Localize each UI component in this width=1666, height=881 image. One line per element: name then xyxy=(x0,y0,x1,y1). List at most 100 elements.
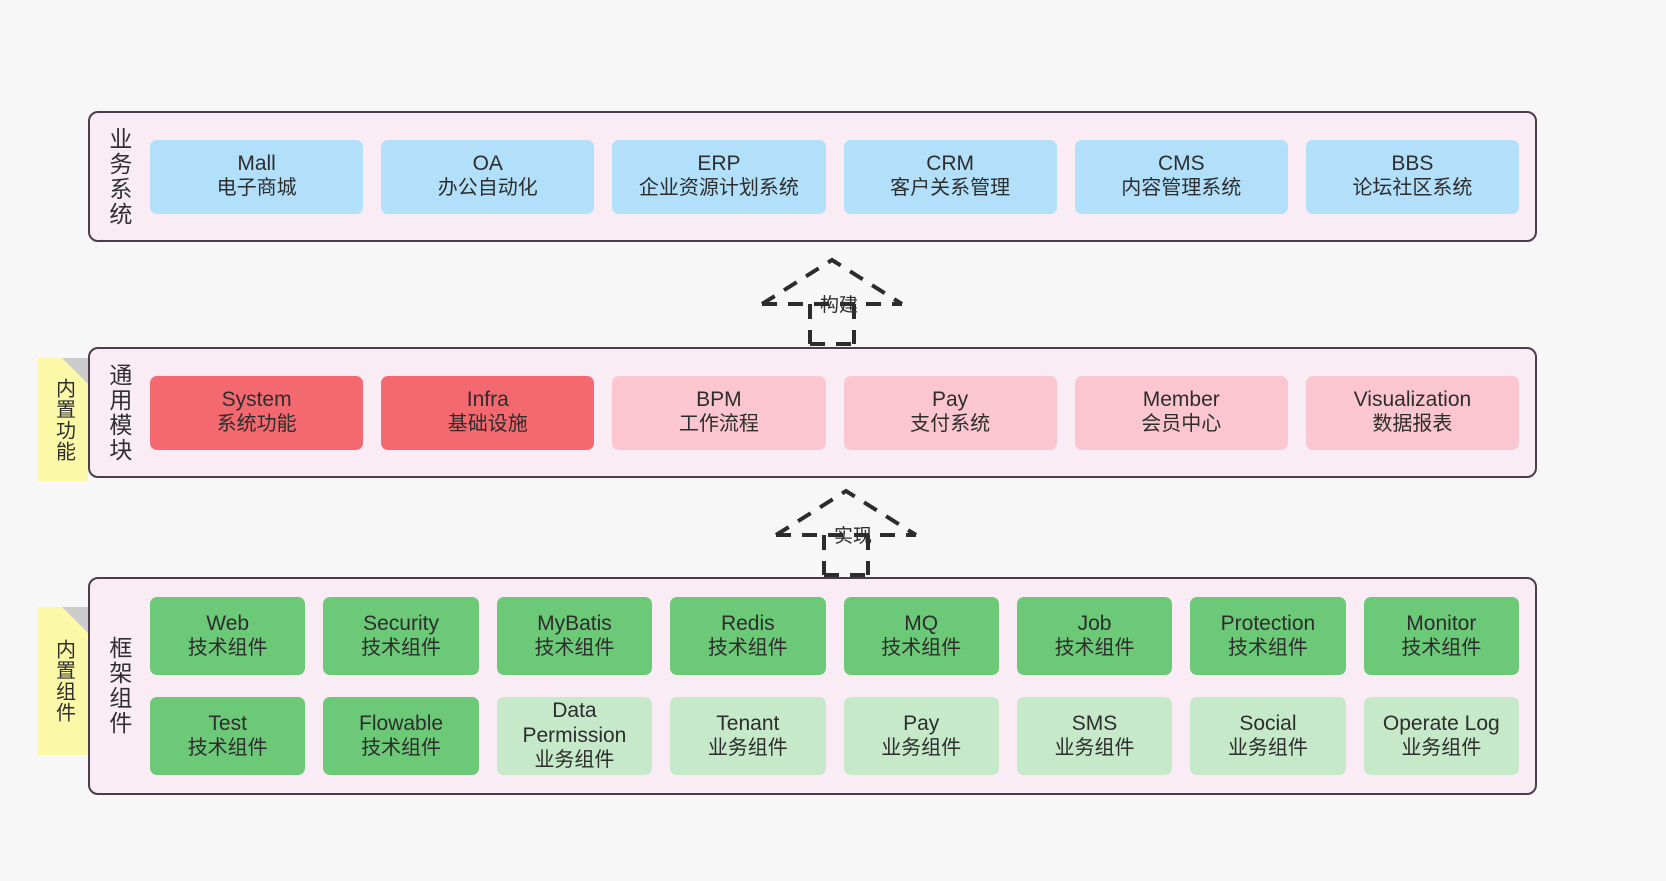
node-flowable[interactable]: Flowable 技术组件 xyxy=(323,697,479,775)
node-title: Mall xyxy=(237,152,276,176)
node-subtitle: 业务组件 xyxy=(1227,736,1308,759)
node-subtitle: 业务组件 xyxy=(1054,736,1135,759)
layer-label-framework: 框架组件 xyxy=(105,636,132,736)
node-subtitle: 基础设施 xyxy=(447,413,528,436)
node-title: CMS xyxy=(1157,152,1205,176)
node-title: Protection xyxy=(1220,611,1316,635)
node-title: Redis xyxy=(720,611,775,635)
node-subtitle: 技术组件 xyxy=(1054,636,1135,659)
node-subtitle: 技术组件 xyxy=(1227,636,1308,659)
arrowhead-triangle xyxy=(760,257,904,306)
node-title: Pay xyxy=(932,388,969,412)
node-subtitle: 办公自动化 xyxy=(437,177,538,200)
layer-panel-business: 业务系统 Mall 电子商城 OA 办公自动化 ERP 企业资源计划系统 CRM… xyxy=(88,111,1537,242)
node-mybatis[interactable]: MyBatis 技术组件 xyxy=(496,597,653,675)
node-subtitle: 技术组件 xyxy=(187,736,268,759)
node-mq[interactable]: MQ 技术组件 xyxy=(843,597,999,675)
node-bbs[interactable]: BBS 论坛社区系统 xyxy=(1305,139,1520,214)
node-bpm[interactable]: BPM 工作流程 xyxy=(612,375,826,450)
node-subtitle: 内容管理系统 xyxy=(1121,177,1242,200)
node-title: OA xyxy=(472,152,503,176)
node-subtitle: 技术组件 xyxy=(707,636,788,659)
node-data-permission[interactable]: Data Permission 业务组件 xyxy=(496,697,653,775)
node-redis[interactable]: Redis 技术组件 xyxy=(670,597,826,675)
layer-label-business: 业务系统 xyxy=(105,126,132,227)
node-title: Visualization xyxy=(1353,388,1472,412)
node-subtitle: 系统功能 xyxy=(216,413,297,436)
node-subtitle: 技术组件 xyxy=(361,636,442,659)
node-subtitle: 数据报表 xyxy=(1372,413,1453,436)
node-subtitle: 技术组件 xyxy=(1401,636,1482,659)
node-subtitle: 支付系统 xyxy=(910,413,991,436)
node-title: Test xyxy=(208,711,247,735)
layer-panel-framework: 框架组件 Web 技术组件 Security 技术组件 MyBatis 技术组件… xyxy=(88,577,1537,795)
node-subtitle: 业务组件 xyxy=(1401,736,1482,759)
node-subtitle: 企业资源计划系统 xyxy=(638,177,799,200)
node-job[interactable]: Job 技术组件 xyxy=(1016,597,1173,675)
node-oa[interactable]: OA 办公自动化 xyxy=(381,139,595,214)
node-title: BBS xyxy=(1391,152,1434,176)
node-web[interactable]: Web 技术组件 xyxy=(150,597,306,675)
framework-row-business: Test 技术组件 Flowable 技术组件 Data Permission … xyxy=(146,693,1523,779)
node-subtitle: 技术组件 xyxy=(881,636,962,659)
node-pay[interactable]: Pay 支付系统 xyxy=(843,375,1057,450)
node-title: ERP xyxy=(697,152,741,176)
arrowhead-triangle xyxy=(774,488,918,537)
node-title: Operate Log xyxy=(1382,711,1500,735)
sticky-fold-icon xyxy=(62,607,88,633)
node-subtitle: 会员中心 xyxy=(1141,413,1222,436)
sticky-note-label: 内置功能 xyxy=(52,377,75,462)
node-mall[interactable]: Mall 电子商城 xyxy=(150,139,364,214)
node-erp[interactable]: ERP 企业资源计划系统 xyxy=(612,139,826,214)
connector-build-label: 构建 xyxy=(820,295,859,316)
node-tenant[interactable]: Tenant 业务组件 xyxy=(670,697,826,775)
node-title: Social xyxy=(1239,711,1297,735)
node-member[interactable]: Member 会员中心 xyxy=(1074,375,1288,450)
node-subtitle: 论坛社区系统 xyxy=(1352,177,1473,200)
connector-build: 构建 xyxy=(752,256,912,346)
node-title: System xyxy=(221,388,292,412)
node-title: Data Permission xyxy=(522,699,627,748)
node-sms[interactable]: SMS 业务组件 xyxy=(1016,697,1173,775)
node-title: Security xyxy=(363,611,439,635)
node-subtitle: 业务组件 xyxy=(534,748,615,771)
node-title: Pay xyxy=(903,711,940,735)
node-cms[interactable]: CMS 内容管理系统 xyxy=(1074,139,1288,214)
layer-body-business: Mall 电子商城 OA 办公自动化 ERP 企业资源计划系统 CRM 客户关系… xyxy=(146,113,1535,240)
layer-body-common: System 系统功能 Infra 基础设施 BPM 工作流程 Pay 支付系统… xyxy=(146,349,1535,476)
sticky-note-builtin-components: 内置组件 xyxy=(38,607,88,755)
connector-implement-label: 实现 xyxy=(834,526,873,547)
layer-panel-common: 通用模块 System 系统功能 Infra 基础设施 BPM 工作流程 Pay… xyxy=(88,347,1537,478)
node-subtitle: 客户关系管理 xyxy=(890,177,1011,200)
node-title: MQ xyxy=(904,611,939,635)
sticky-note-label: 内置组件 xyxy=(52,639,75,723)
node-security[interactable]: Security 技术组件 xyxy=(323,597,479,675)
node-system[interactable]: System 系统功能 xyxy=(150,375,364,450)
node-test[interactable]: Test 技术组件 xyxy=(150,697,306,775)
node-title: Tenant xyxy=(716,711,780,735)
framework-row-technical: Web 技术组件 Security 技术组件 MyBatis 技术组件 Redi… xyxy=(146,593,1523,679)
node-subtitle: 工作流程 xyxy=(678,413,759,436)
node-title: Monitor xyxy=(1406,611,1477,635)
connector-implement: 实现 xyxy=(766,487,926,577)
node-monitor[interactable]: Monitor 技术组件 xyxy=(1363,597,1519,675)
node-visualization[interactable]: Visualization 数据报表 xyxy=(1305,375,1520,450)
sticky-note-builtin-features: 内置功能 xyxy=(38,358,88,481)
node-protection[interactable]: Protection 技术组件 xyxy=(1190,597,1346,675)
node-title: Web xyxy=(206,611,250,635)
node-social[interactable]: Social 业务组件 xyxy=(1190,697,1346,775)
layer-body-framework: Web 技术组件 Security 技术组件 MyBatis 技术组件 Redi… xyxy=(146,579,1535,793)
node-infra[interactable]: Infra 基础设施 xyxy=(381,375,595,450)
node-crm[interactable]: CRM 客户关系管理 xyxy=(843,139,1057,214)
common-row: System 系统功能 Infra 基础设施 BPM 工作流程 Pay 支付系统… xyxy=(146,349,1523,476)
node-subtitle: 技术组件 xyxy=(361,736,442,759)
node-title: Infra xyxy=(466,388,509,412)
node-pay-component[interactable]: Pay 业务组件 xyxy=(843,697,999,775)
node-title: MyBatis xyxy=(537,611,612,635)
business-row: Mall 电子商城 OA 办公自动化 ERP 企业资源计划系统 CRM 客户关系… xyxy=(146,113,1523,240)
node-title: Job xyxy=(1077,611,1112,635)
node-title: CRM xyxy=(926,152,975,176)
node-operate-log[interactable]: Operate Log 业务组件 xyxy=(1363,697,1519,775)
node-subtitle: 电子商城 xyxy=(216,177,297,200)
